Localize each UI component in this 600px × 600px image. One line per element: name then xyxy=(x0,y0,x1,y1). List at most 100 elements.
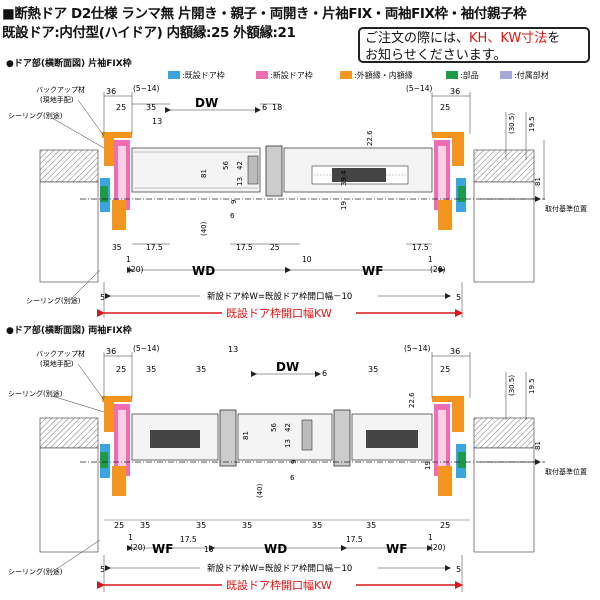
left-inner-casing xyxy=(112,466,126,496)
mullion xyxy=(265,145,283,197)
dim-195: 19.5 xyxy=(528,116,536,132)
dim-five-right: 5 xyxy=(456,293,461,302)
dim-left-36: 36 xyxy=(106,87,116,96)
right-part xyxy=(458,186,466,202)
order-notice: ご注文の際には、KH、KW寸法を お知らせくださいます。 xyxy=(358,27,590,63)
dim-19: 19 xyxy=(424,461,432,470)
dim-dw: DW xyxy=(276,360,299,374)
right-new-frame-inner xyxy=(438,410,446,470)
dim-right-25: 25 xyxy=(440,365,450,374)
dim-mid-13: 13 xyxy=(228,345,238,354)
callout-sealing-bottom: シーリング(別途) xyxy=(26,296,81,305)
dim-1b: 1 xyxy=(428,533,433,542)
dim-56: 56 xyxy=(222,161,230,170)
legend-swatch xyxy=(446,71,458,79)
dim-1a: 1 xyxy=(128,533,133,542)
label-wd: WD xyxy=(264,542,287,556)
notice-line2: お知らせくださいます。 xyxy=(365,48,507,63)
callout-sealing-bottom: シーリング(別途) xyxy=(8,567,63,576)
dim-195: 19.5 xyxy=(528,378,536,394)
dim-25a: 25 xyxy=(114,521,124,530)
dim-right-36: 36 xyxy=(450,347,460,356)
left-fix-glass xyxy=(150,430,200,448)
notice-post: を xyxy=(547,31,561,46)
section-title-double-fix: ●ドア部(横断面図) 両袖FIX枠 xyxy=(6,326,132,336)
callout-backup-sub: (現地手配) xyxy=(40,359,74,368)
dim-20b: (20) xyxy=(430,543,445,552)
door-leaf xyxy=(237,413,333,461)
dim-six: 6 xyxy=(262,103,267,112)
dim-mid-35a: 35 xyxy=(196,365,206,374)
dim-20b: (20) xyxy=(430,265,445,274)
right-outer-casing xyxy=(452,396,464,432)
left-wall xyxy=(39,149,99,183)
legend-item-existing-frame: :既設ドア枠 xyxy=(168,70,225,82)
header-subtitle: 既設ドア:内付型(ハイドア) 内額縁:25 外額縁:21 xyxy=(2,25,296,41)
left-new-frame-inner xyxy=(118,410,126,470)
label-wf-left: WF xyxy=(152,542,173,556)
section-title-single-fix: ●ドア部(横断面図) 片袖FIX枠 xyxy=(6,59,132,69)
legend-item-accessory: :付属部材 xyxy=(500,70,549,82)
dim-42: 42 xyxy=(284,423,292,432)
dim-mid-35b: 35 xyxy=(368,365,378,374)
left-wall-lower xyxy=(39,447,99,553)
dim-20a: (20) xyxy=(130,543,145,552)
w-formula: 新設ドア枠W=既設ドア枠開口幅－10 xyxy=(207,291,352,302)
callout-reference: 取付基準位置 xyxy=(545,204,587,213)
dim-81: 81 xyxy=(534,177,542,186)
dim-left-36: 36 xyxy=(106,347,116,356)
callout-backup: バックアップ材 xyxy=(36,349,85,358)
dim-226: 22.6 xyxy=(408,392,416,408)
dim-175a: 17.5 xyxy=(180,535,197,544)
door-handle-block xyxy=(301,419,313,451)
dim-40: (40) xyxy=(256,483,264,498)
dim-6: 6 xyxy=(290,474,295,482)
door-leaf xyxy=(131,147,261,193)
header-title: ■断熱ドア D2仕様 ランマ無 片開き・親子・両開き・片袖FIX・両袖FIX枠・… xyxy=(2,6,527,22)
dim-left-25: 25 xyxy=(116,103,126,112)
left-inner-casing xyxy=(112,200,126,230)
left-casing-top xyxy=(102,132,132,138)
door-handle-block xyxy=(247,155,259,185)
left-casing-top xyxy=(102,396,132,402)
dim-42: 42 xyxy=(236,161,244,170)
dim-9: 9 xyxy=(290,460,298,464)
right-inner-casing xyxy=(438,200,452,230)
callout-backup: バックアップ材 xyxy=(36,85,85,94)
dim-left-35: 35 xyxy=(146,365,156,374)
dim-left-range: (5~14) xyxy=(133,344,160,353)
dim-35e: 35 xyxy=(366,521,376,530)
right-wall-lower xyxy=(473,447,535,553)
dim-175a: 17.5 xyxy=(146,243,163,252)
notice-highlight: KH、KW寸法 xyxy=(469,31,548,46)
section-2-diagram: 36 (5~14) 25 35 35 13 DW 6 35 (5~14) 36 … xyxy=(8,344,587,592)
callout-sealing-top: シーリング(別途) xyxy=(8,389,63,398)
dim-394: 39.4 xyxy=(340,170,348,186)
dim-305: (30.5) xyxy=(508,375,516,396)
right-outer-casing xyxy=(452,132,464,166)
dim-six: 6 xyxy=(322,369,327,378)
dim-20: (20) xyxy=(128,265,143,274)
dim-175c: 17.5 xyxy=(412,243,429,252)
left-outer-casing xyxy=(104,396,114,432)
dim-175b: 17.5 xyxy=(236,243,253,252)
dim-13: 13 xyxy=(236,177,244,186)
dim-right-36: 36 xyxy=(450,87,460,96)
dim-25b: 25 xyxy=(270,243,280,252)
legend-item-parts: :部品 xyxy=(446,70,479,82)
legend-swatch xyxy=(500,71,512,79)
right-new-frame-inner xyxy=(438,146,446,204)
left-wall xyxy=(39,417,99,449)
right-wall xyxy=(473,417,535,449)
dim-226: 22.6 xyxy=(366,130,374,146)
left-part xyxy=(100,452,108,468)
dim-right-25: 25 xyxy=(440,103,450,112)
notice-pre: ご注文の際には、 xyxy=(365,31,470,46)
w-formula: 新設ドア枠W=既設ドア枠開口幅－10 xyxy=(207,563,352,574)
dim-35b: 35 xyxy=(196,521,206,530)
dim-40: (40) xyxy=(200,221,208,236)
dim-10: 10 xyxy=(302,255,312,264)
dim-1: 1 xyxy=(126,255,131,264)
legend-swatch xyxy=(340,71,352,79)
